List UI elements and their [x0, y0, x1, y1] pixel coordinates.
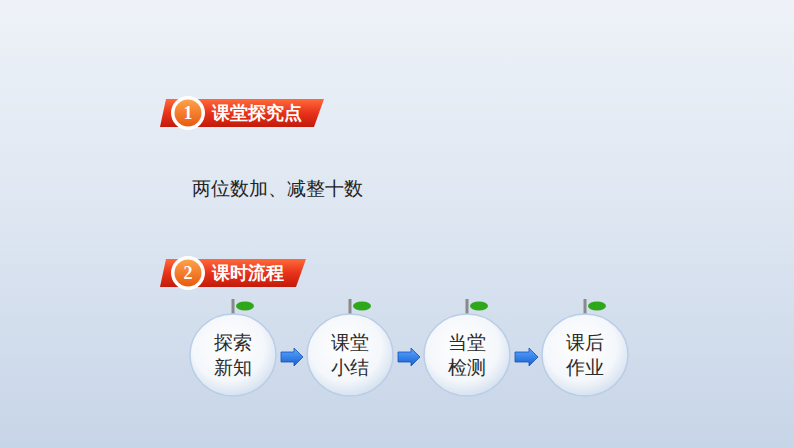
step-label: 课后 作业 — [564, 330, 606, 380]
orange-circle — [306, 313, 394, 397]
orange-circle — [541, 313, 629, 397]
step-circle: 课堂 小结 — [306, 313, 394, 397]
section-header: 2 课时流程 — [160, 256, 306, 290]
step-label: 课堂 小结 — [329, 330, 371, 380]
section-header: 1 课堂探究点 — [160, 96, 324, 130]
step-circle: 当堂 检测 — [423, 313, 511, 397]
flow-arrow — [281, 348, 303, 366]
orange-circle — [189, 313, 277, 397]
step-label: 探索 新知 — [212, 330, 254, 380]
orange-circle — [423, 313, 511, 397]
flow-arrow — [398, 348, 420, 366]
topic-text: 两位数加、减整十数 — [192, 176, 363, 202]
section-title: 课堂探究点 — [212, 102, 302, 124]
section-number: 2 — [174, 259, 202, 287]
step-label: 当堂 检测 — [446, 330, 488, 380]
step-circle: 课后 作业 — [541, 313, 629, 397]
flow-arrow — [515, 348, 538, 366]
section-title: 课时流程 — [212, 262, 284, 284]
step-circle: 探索 新知 — [189, 313, 277, 397]
section-number: 1 — [174, 99, 202, 127]
